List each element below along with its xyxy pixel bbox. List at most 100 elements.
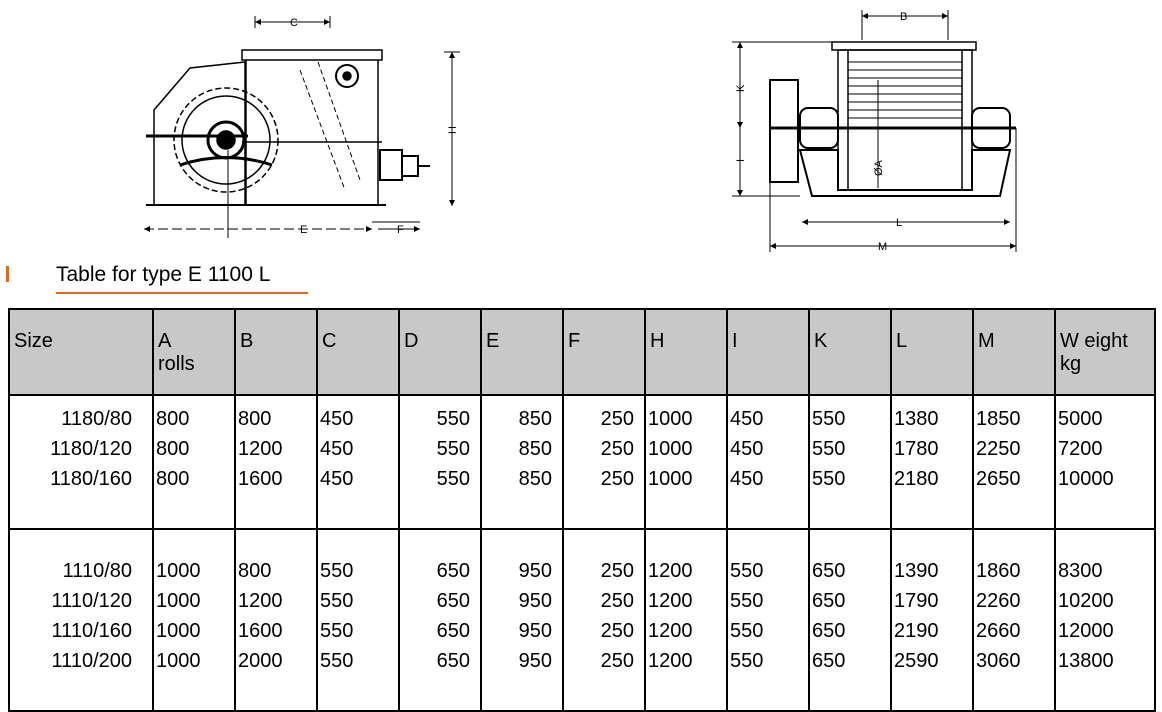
table-cell-value: 800 [156,468,190,490]
dim-label-a: ØA [873,159,885,176]
table-header-row: Size A rolls B C D E F H I K L M W eight… [8,308,1156,396]
table-cell-value: 1860 [976,560,1021,582]
table-cell-value: 800 [156,438,190,460]
table-cell-value: 10200 [1058,590,1114,612]
table-cell-value: 13800 [1058,650,1114,672]
table-cell-value: 1110/80 [62,560,132,582]
heading-title: Table for type E 1100 L [56,263,271,286]
table-cell-value: 1200 [648,560,693,582]
table-cell-value: 7200 [1058,438,1103,460]
table-cell-value: 850 [518,438,552,460]
table-cell-value: 1110/160 [51,620,132,642]
table-cell-value: 950 [518,650,552,672]
table-cell-value: 650 [812,620,846,642]
table-cell-value: 450 [730,468,764,490]
table-cell-value: 550 [320,650,354,672]
table-cell-value: 550 [320,560,354,582]
table-cell-value: 1110/200 [51,650,132,672]
table-cell-value: 250 [600,650,634,672]
table-cell-value: 1000 [156,560,201,582]
header-cell: A rolls [152,308,236,396]
table-cell-value: 1110/120 [51,590,132,612]
table-cell-value: 1600 [238,468,283,490]
size-cell: 1110/80 1110/120 1110/160 1110/200 [8,528,154,712]
table-cell-value: 550 [730,650,764,672]
header-cell: K [808,308,892,396]
dim-label-l: L [896,217,902,229]
value-cell: 1390 1790 2190 2590 [890,528,974,712]
table-cell-value: 450 [730,408,764,430]
table-cell-value: 2260 [976,590,1021,612]
table-cell-value: 550 [730,560,764,582]
dim-label-i: I [735,159,747,162]
dim-label-c: C [290,17,298,29]
table-cell-value: 1600 [238,620,283,642]
table-cell-value: 1200 [648,620,693,642]
header-cell: M [972,308,1056,396]
value-cell: 950 950 950 950 [480,528,564,712]
table-cell-value: 550 [812,438,846,460]
table-cell-value: 650 [436,620,470,642]
table-cell-value: 850 [518,408,552,430]
table-cell-value: 2190 [894,620,939,642]
table-cell-value: 950 [518,620,552,642]
table-cell-value: 550 [436,408,470,430]
table-cell-value: 1390 [894,560,939,582]
table-cell-value: 250 [600,590,634,612]
table-cell-value: 950 [518,590,552,612]
table-cell-value: 850 [518,468,552,490]
table-cell-value: 550 [436,438,470,460]
header-cell: F [562,308,646,396]
value-cell: 850 850 850 [480,394,564,530]
value-cell: 550 550 550 550 [316,528,400,712]
technical-drawings: C E F H [144,10,1017,253]
table-cell-value: 2250 [976,438,1021,460]
table-cell-value: 550 [320,620,354,642]
table-cell-value: 550 [812,468,846,490]
heading-underline [56,292,308,294]
table-cell-value: 950 [518,560,552,582]
front-view-drawing [732,10,1017,252]
table-cell-value: 450 [730,438,764,460]
table-cell-value: 1200 [648,590,693,612]
header-cell: L [890,308,974,396]
table-cell-value: 2590 [894,650,939,672]
table-cell-value: 1200 [238,590,283,612]
table-cell-value: 650 [436,590,470,612]
table-cell-value: 550 [320,590,354,612]
table-cell-value: 650 [812,650,846,672]
dim-label-h: H [447,126,459,134]
table-cell-value: 1780 [894,438,939,460]
table-cell-value: 1790 [894,590,939,612]
table-cell-value: 800 [238,560,272,582]
dim-label-b: B [900,11,907,23]
table-cell-value: 450 [320,408,354,430]
table-cell-value: 650 [436,650,470,672]
table-cell-value: 1180/80 [61,408,132,430]
header-cell: E [480,308,564,396]
table-cell-value: 1380 [894,408,939,430]
table-cell-value: 650 [812,590,846,612]
table-cell-value: 1200 [648,650,693,672]
table-cell-value: 2650 [976,468,1021,490]
dim-label-f: F [397,224,404,236]
table-cell-value: 250 [600,438,634,460]
dim-label-m: M [878,241,887,253]
header-cell: C [316,308,400,396]
value-cell: 450 450 450 [726,394,810,530]
table-cell-value: 2660 [976,620,1021,642]
table-cell-value: 550 [730,620,764,642]
